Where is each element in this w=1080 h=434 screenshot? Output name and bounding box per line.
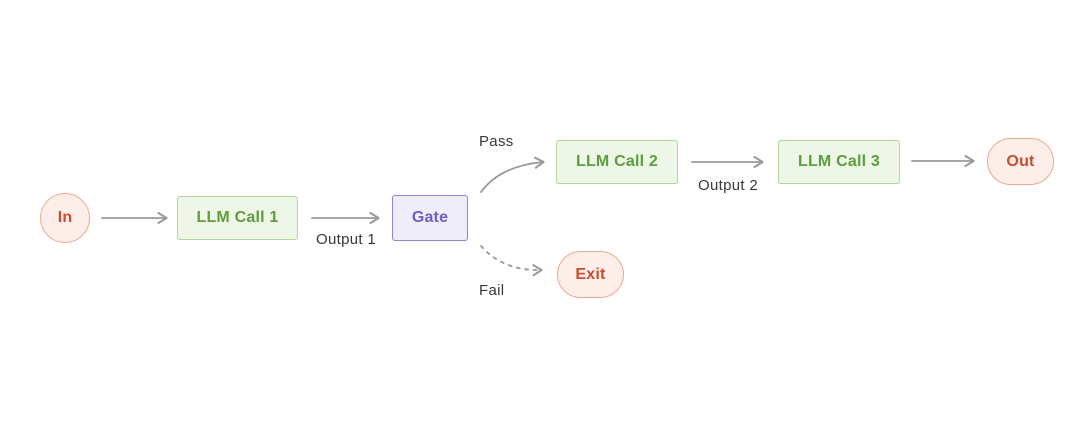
node-gate-label: Gate	[411, 209, 449, 226]
node-llm-call-2-label: LLM Call 2	[575, 153, 658, 170]
edge-label-fail: Fail	[479, 282, 505, 299]
node-exit-label: Exit	[575, 265, 606, 283]
node-llm-call-1-label: LLM Call 1	[196, 209, 279, 226]
edge-label-output-1: Output 1	[316, 231, 376, 248]
node-llm-call-1: LLM Call 1	[177, 196, 298, 240]
edge-gate-to-llm2-pass	[480, 156, 545, 193]
edge-label-output-2: Output 2	[698, 177, 758, 194]
node-out: Out	[987, 138, 1054, 185]
node-gate: Gate	[392, 195, 468, 241]
node-in: In	[40, 193, 90, 243]
node-llm-call-2: LLM Call 2	[556, 140, 678, 184]
node-out-label: Out	[1006, 152, 1035, 170]
edge-label-pass: Pass	[479, 133, 514, 150]
node-exit: Exit	[557, 251, 624, 298]
node-in-label: In	[57, 209, 73, 226]
node-llm-call-3-label: LLM Call 3	[797, 153, 880, 170]
edge-gate-to-exit-fail	[480, 245, 543, 277]
node-llm-call-3: LLM Call 3	[778, 140, 900, 184]
